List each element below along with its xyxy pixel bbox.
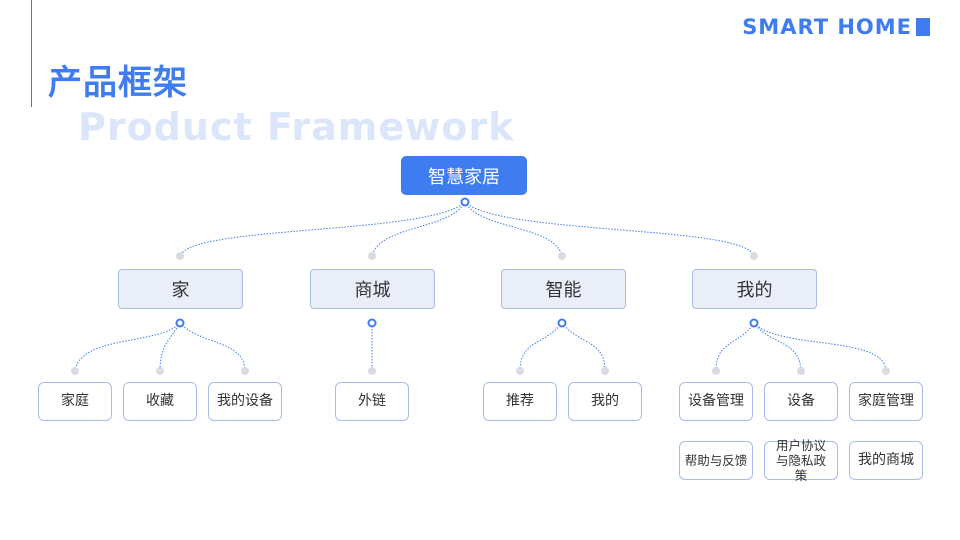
leaf-node[interactable]: 我的商城	[849, 441, 923, 480]
brand-text: SMART HOME	[742, 15, 912, 39]
branch-connector	[175, 318, 185, 328]
root-node[interactable]: 智慧家居	[401, 156, 527, 195]
node-dot	[241, 367, 249, 375]
leaf-node[interactable]: 家庭管理	[849, 382, 923, 421]
decorative-line	[31, 0, 32, 107]
node-dot	[750, 252, 758, 260]
leaf-node[interactable]: 推荐	[483, 382, 557, 421]
node-dot	[156, 367, 164, 375]
branch-node-smart[interactable]: 智能	[501, 269, 626, 309]
node-dot	[601, 367, 609, 375]
node-dot	[797, 367, 805, 375]
leaf-node[interactable]: 外链	[335, 382, 409, 421]
branch-connector	[749, 318, 759, 328]
node-dot	[712, 367, 720, 375]
branch-node-mall[interactable]: 商城	[310, 269, 435, 309]
leaf-node[interactable]: 设备	[764, 382, 838, 421]
brand-square-icon	[916, 18, 930, 36]
node-dot	[368, 367, 376, 375]
brand-logo: SMART HOME	[742, 15, 930, 39]
root-connector	[460, 197, 470, 207]
node-dot	[882, 367, 890, 375]
node-dot	[558, 252, 566, 260]
title-english: Product Framework	[78, 105, 515, 149]
branch-connector	[557, 318, 567, 328]
node-dot	[368, 252, 376, 260]
leaf-node[interactable]: 帮助与反馈	[679, 441, 753, 480]
node-dot	[176, 252, 184, 260]
leaf-node[interactable]: 收藏	[123, 382, 197, 421]
branch-connector	[367, 318, 377, 328]
leaf-node[interactable]: 用户协议与隐私政策	[764, 438, 838, 483]
page-title: 产品框架	[48, 63, 188, 103]
leaf-node[interactable]: 设备管理	[679, 382, 753, 421]
leaf-node[interactable]: 家庭	[38, 382, 112, 421]
branch-node-home[interactable]: 家	[118, 269, 243, 309]
branch-node-mine[interactable]: 我的	[692, 269, 817, 309]
leaf-node[interactable]: 我的	[568, 382, 642, 421]
node-dot	[71, 367, 79, 375]
leaf-node[interactable]: 我的设备	[208, 382, 282, 421]
node-dot	[516, 367, 524, 375]
